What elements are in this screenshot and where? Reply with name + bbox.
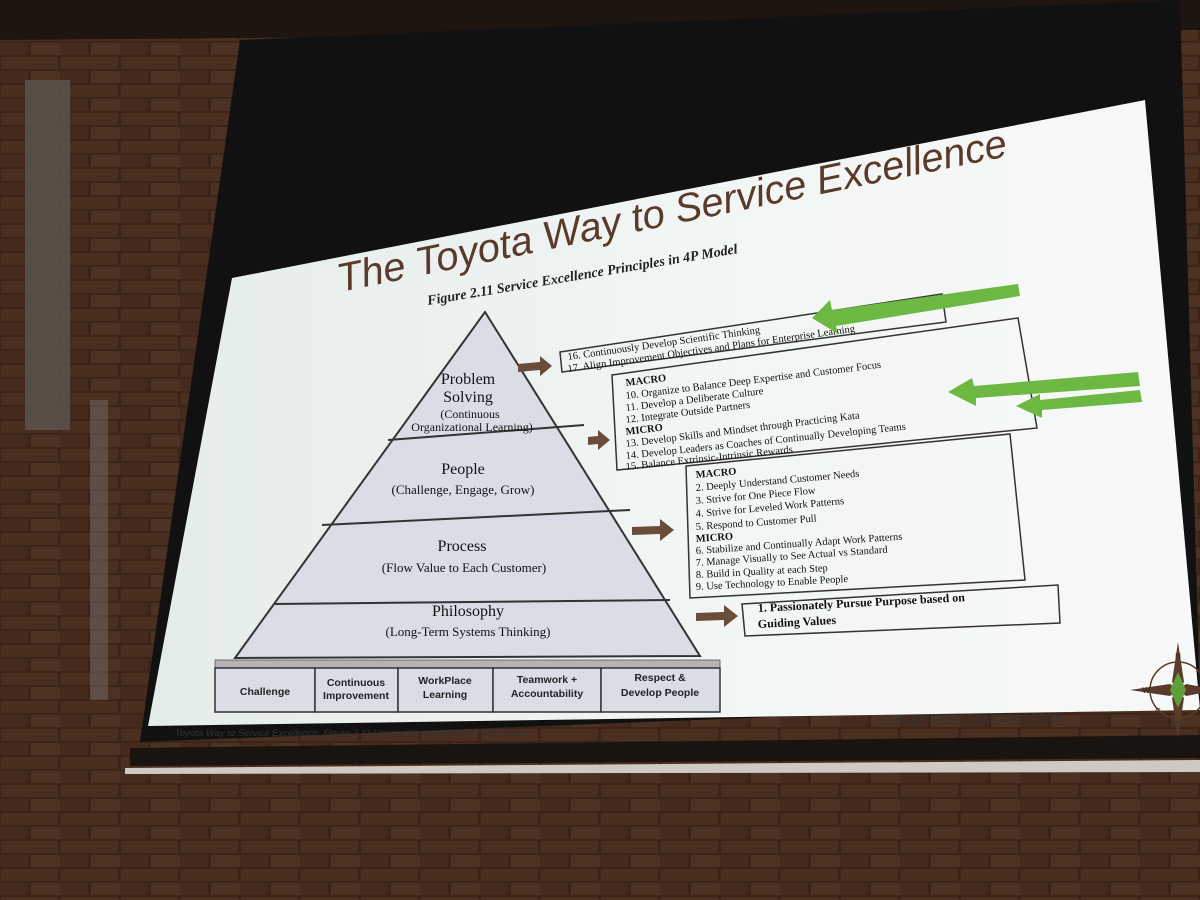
green-arrow-icon <box>948 372 1140 406</box>
box-process <box>685 433 1026 599</box>
level-philosophy-name: Philosophy <box>432 603 504 620</box>
box-people <box>611 317 1038 471</box>
people-macro-label: MACRO <box>625 373 667 389</box>
arrow-icon <box>588 430 610 450</box>
foundation-rdp-1: Respect & <box>634 672 686 684</box>
level-problem-name: Problem <box>441 371 496 388</box>
level-process-sub: (Flow Value to Each Customer) <box>382 560 546 575</box>
level-problem-sub2: Organizational Learning) <box>411 420 532 434</box>
level-arrows <box>518 356 738 627</box>
level-problem-sub: (Continuous <box>440 407 500 421</box>
green-arrow-icon <box>812 284 1020 334</box>
level-people-name: People <box>441 461 485 478</box>
foundation-wl-2: Learning <box>423 689 467 701</box>
level-problem-name2: Solving <box>443 389 493 406</box>
compass-logo: N E S W C <box>1130 642 1200 738</box>
logo-n: N <box>1175 652 1181 661</box>
logo-c: C <box>1155 707 1161 716</box>
logo-s: S <box>1175 720 1180 729</box>
green-arrow-icon <box>1016 390 1142 418</box>
foundation-ci-1: Continuous <box>327 677 385 689</box>
screen-bottom-bar <box>125 760 1200 774</box>
foundation-wl-1: WorkPlace <box>418 675 472 687</box>
process-micro-label: MICRO <box>695 531 733 545</box>
wall-pipe-2 <box>90 400 108 700</box>
level-people-sub: (Challenge, Engage, Grow) <box>392 482 535 497</box>
screen-bottom-shadow <box>130 735 1200 766</box>
philosophy-item-1-cont: Guiding Values <box>757 613 836 631</box>
box-problem-solving <box>559 293 947 373</box>
level-process-name: Process <box>438 538 487 555</box>
arrow-icon <box>696 605 738 627</box>
level-philosophy-sub: (Long-Term Systems Thinking) <box>386 624 551 639</box>
people-micro-label: MICRO <box>625 423 663 438</box>
footer-attribution: Toyota Way to Service Excellence, Figure… <box>175 728 526 739</box>
foundation-ta-2: Accountability <box>511 688 584 700</box>
wall-pipe <box>25 80 70 430</box>
process-macro-label: MACRO <box>695 466 737 481</box>
foundation-ta-1: Teamwork + <box>517 674 577 686</box>
foundation-challenge: Challenge <box>240 686 290 698</box>
footer-copyright: © Karyn Ross Consulting 2019 <box>882 710 1060 727</box>
box-philosophy <box>741 584 1061 637</box>
green-arrows <box>812 284 1142 418</box>
pyramid <box>214 310 721 713</box>
arrow-icon <box>518 356 552 376</box>
foundation-ci-2: Improvement <box>323 690 389 702</box>
arrow-icon <box>632 519 674 541</box>
foundation-rdp-2: Develop People <box>621 687 699 699</box>
logo-w: W <box>1142 686 1150 695</box>
